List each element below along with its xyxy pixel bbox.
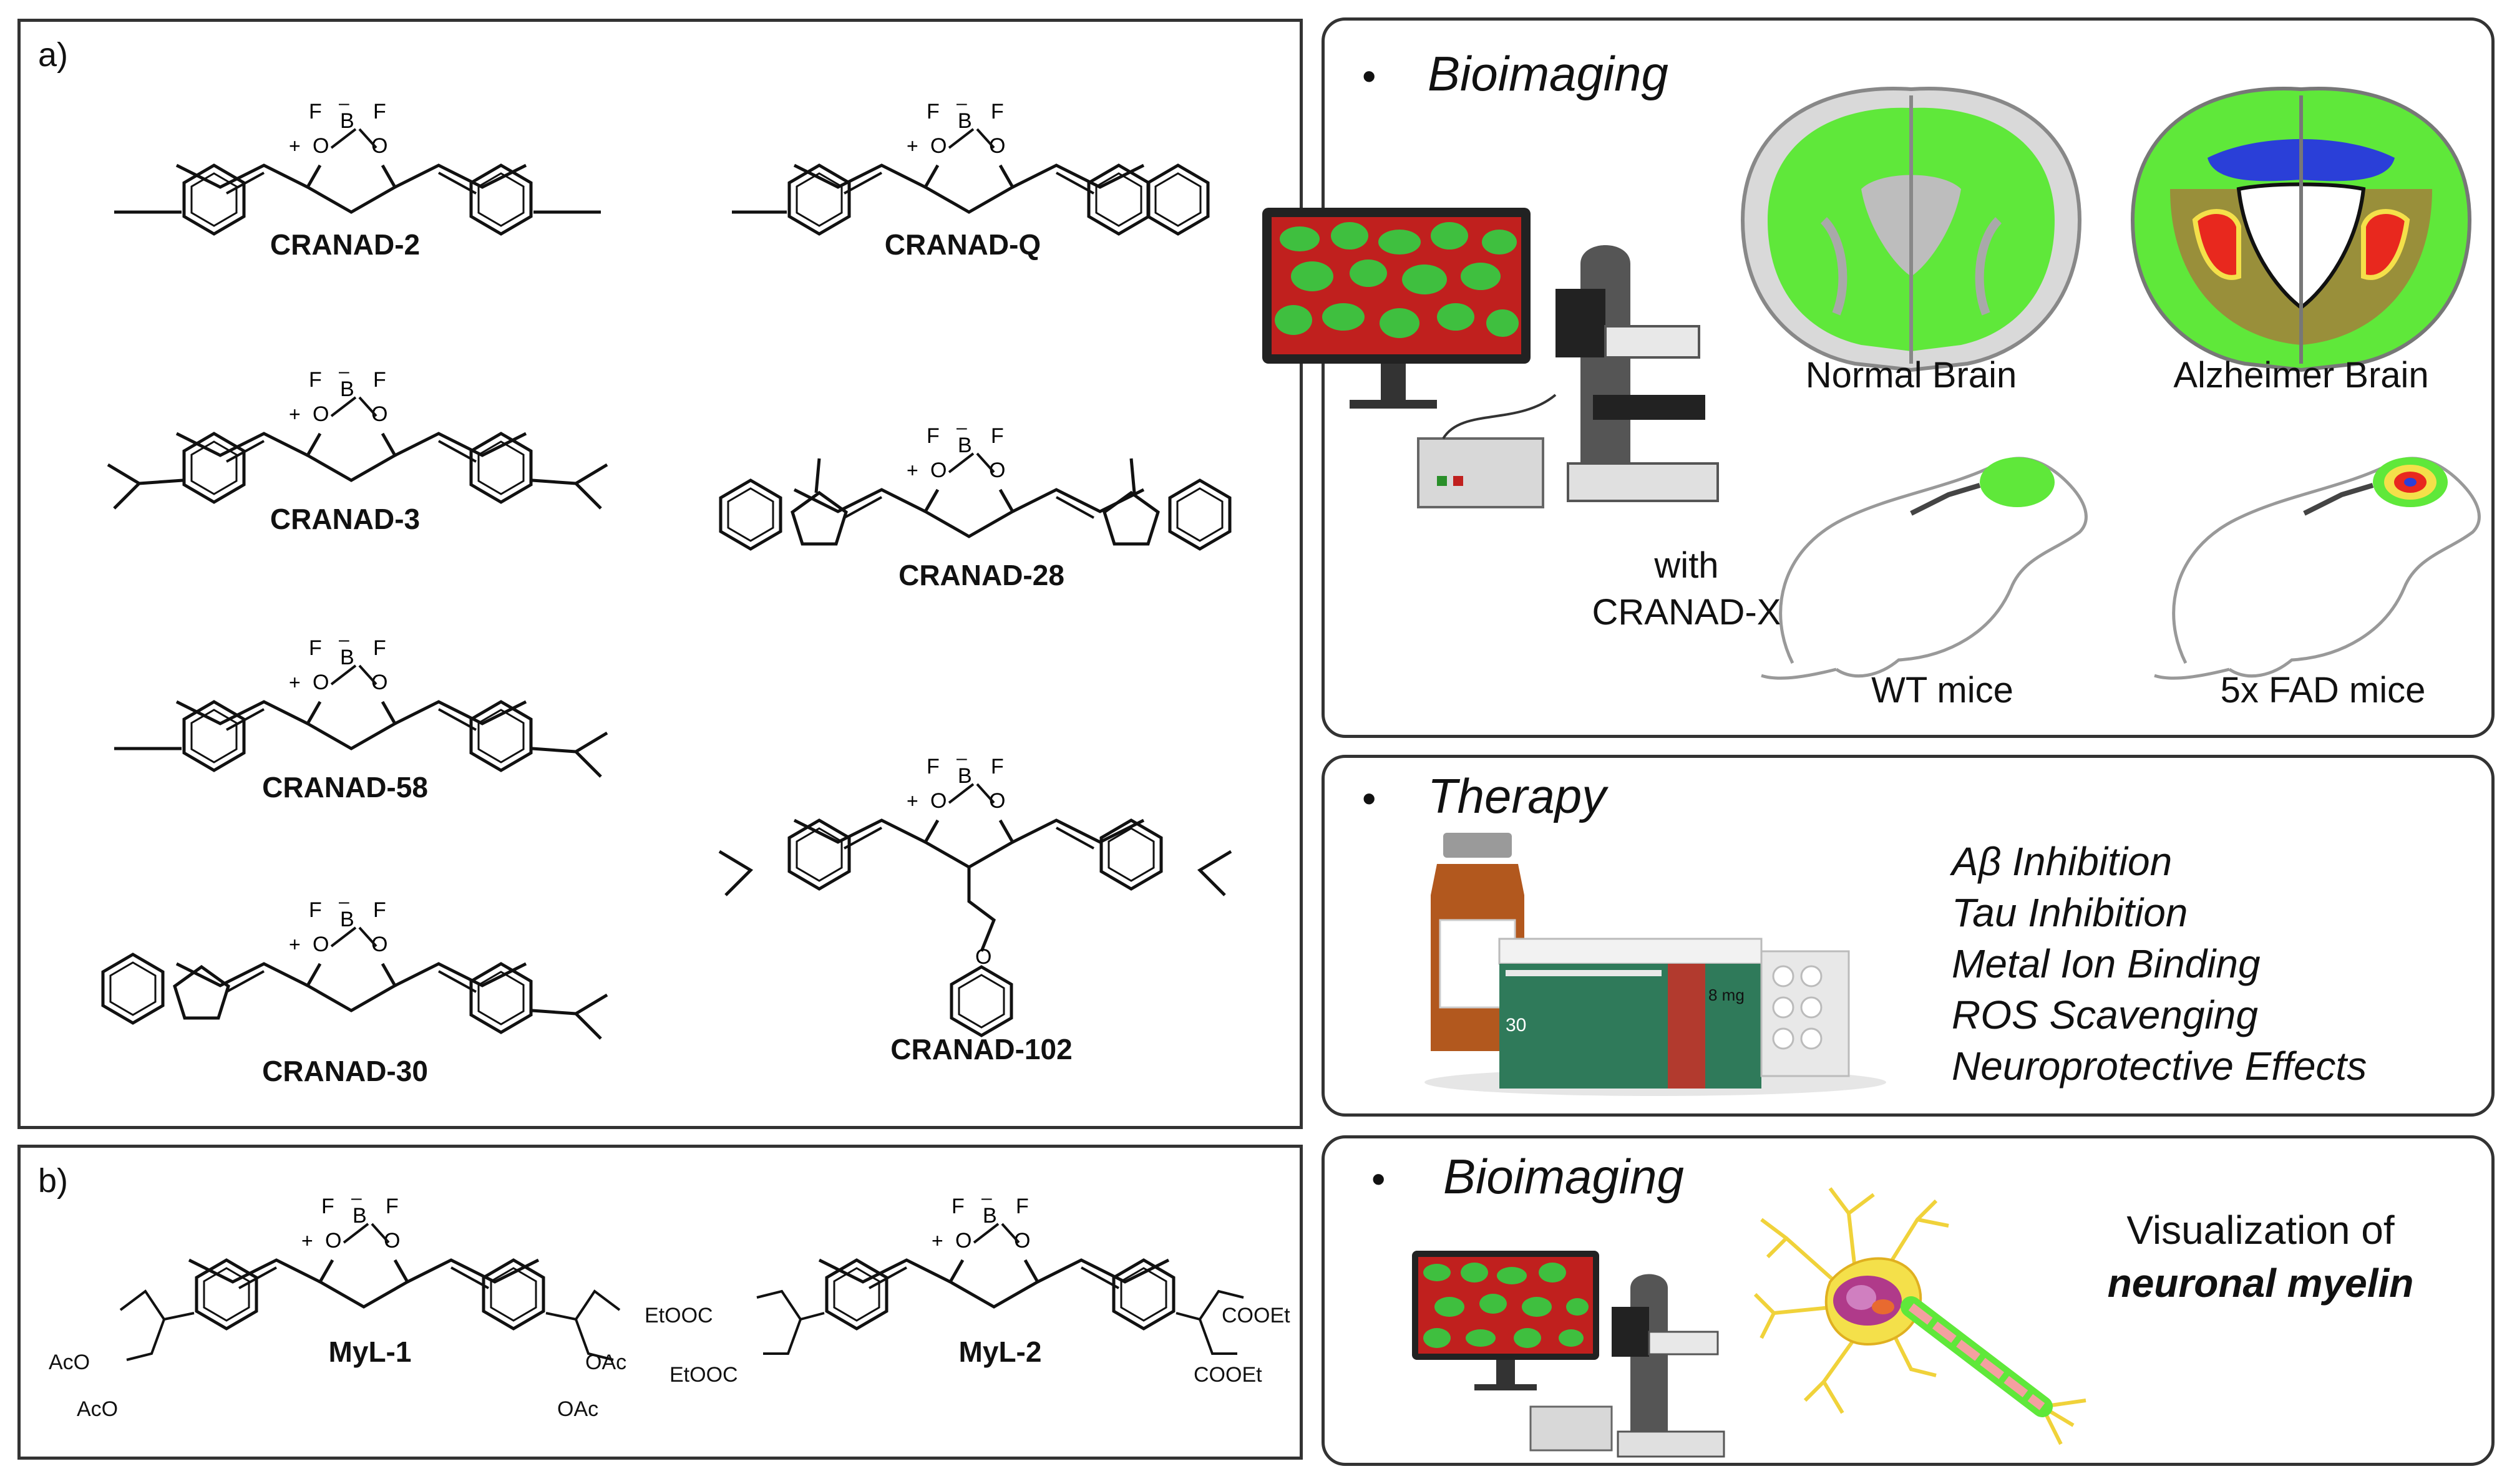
compound-name: CRANAD-58 — [262, 771, 428, 803]
substituent-etooc-1: EtOOC — [645, 1304, 713, 1327]
therapy-item: Neuroprotective Effects — [1952, 1044, 2367, 1089]
medicine-illustration — [1424, 833, 1886, 1096]
panel-bioimaging-bottom: • Bioimaging — [1322, 1135, 2495, 1466]
box-number: 30 — [1506, 1015, 1527, 1035]
therapy-item: Tau Inhibition — [1952, 890, 2188, 935]
substituent-aco-1: AcO — [49, 1351, 90, 1374]
fad-mice-label: 5x FAD mice — [2220, 670, 2426, 710]
section-title: Therapy — [1428, 769, 1607, 823]
substituent-oac-2: OAc — [557, 1397, 599, 1421]
dose-label: 8 mg — [1708, 986, 1745, 1004]
compound-name: CRANAD-30 — [262, 1055, 428, 1087]
substituent-etooc-2: EtOOC — [669, 1363, 738, 1387]
structure-myl-2 — [756, 1166, 1244, 1355]
fad-mouse-illustration — [2154, 457, 2481, 680]
alzheimer-brain-illustration — [2130, 87, 2472, 372]
section-title: Bioimaging — [1443, 1149, 1684, 1204]
compound-name: MyL-2 — [958, 1336, 1042, 1368]
panel-bioimaging-top: • Bioimaging Normal Brain Alzheimer Brai… — [1262, 17, 2495, 738]
bullet: • — [1362, 54, 1376, 99]
imaging-setup-illustration — [1262, 208, 1719, 508]
structure-cranad-3 — [107, 340, 608, 510]
structure-myl-1 — [119, 1166, 621, 1361]
compound-name: CRANAD-3 — [270, 503, 421, 535]
therapy-item: Aβ Inhibition — [1952, 839, 2173, 884]
neuron-illustration — [1753, 1187, 2086, 1445]
alzheimer-brain-label: Alzheimer Brain — [2173, 355, 2429, 395]
bullet: • — [1362, 776, 1376, 821]
structure-cranad-28 — [707, 396, 1244, 583]
probe-label: CRANAD-X — [1592, 592, 1781, 633]
panel-a: a) CRANAD-2 CRANAD-Q CRANAD-3 CR — [17, 19, 1303, 1129]
compound-name: CRANAD-102 — [890, 1033, 1073, 1065]
normal-brain-label: Normal Brain — [1805, 355, 2017, 395]
section-title: Bioimaging — [1428, 46, 1668, 101]
therapy-item: ROS Scavenging — [1952, 992, 2258, 1037]
compound-name: CRANAD-28 — [898, 559, 1064, 591]
myelin-caption-line1: Visualization of — [2126, 1208, 2395, 1253]
structure-cranad-2 — [114, 72, 601, 259]
therapy-item: Metal Ion Binding — [1952, 941, 2261, 986]
substituent-aco-2: AcO — [77, 1397, 119, 1421]
myelin-caption-line2: neuronal myelin — [2107, 1261, 2414, 1306]
panel-therapy: • Therapy 30 8 mg Aβ Inhibition Tau Inhi… — [1322, 755, 2495, 1117]
bullet: • — [1371, 1157, 1386, 1201]
substituent-cooet-2: COOEt — [1194, 1363, 1262, 1387]
svg-text:O: O — [975, 945, 991, 969]
with-label: with — [1654, 545, 1719, 586]
compound-name: CRANAD-2 — [270, 228, 421, 261]
structure-cranad-58 — [114, 608, 608, 778]
therapy-list: Aβ Inhibition Tau Inhibition Metal Ion B… — [1952, 836, 2367, 1092]
panel-b: b) AcO AcO AcO OAc OAc MyL-1 EtOOC EtOOC… — [17, 1145, 1303, 1460]
normal-brain-illustration — [1740, 87, 2082, 372]
panel-label-a: a) — [38, 36, 69, 74]
substituent-cooet-1: COOEt — [1222, 1304, 1290, 1327]
imaging-setup-small-illustration — [1412, 1251, 1725, 1458]
wt-mouse-illustration — [1761, 457, 2088, 680]
compound-name: MyL-1 — [328, 1336, 412, 1368]
structure-cranad-q — [732, 72, 1244, 259]
wt-mice-label: WT mice — [1871, 670, 2013, 710]
compound-name: CRANAD-Q — [884, 228, 1041, 261]
substituent-oac-1: OAc — [585, 1351, 627, 1374]
structure-cranad-102: O — [718, 727, 1232, 1026]
structure-cranad-30 — [89, 870, 608, 1040]
panel-label-b: b) — [38, 1162, 69, 1200]
